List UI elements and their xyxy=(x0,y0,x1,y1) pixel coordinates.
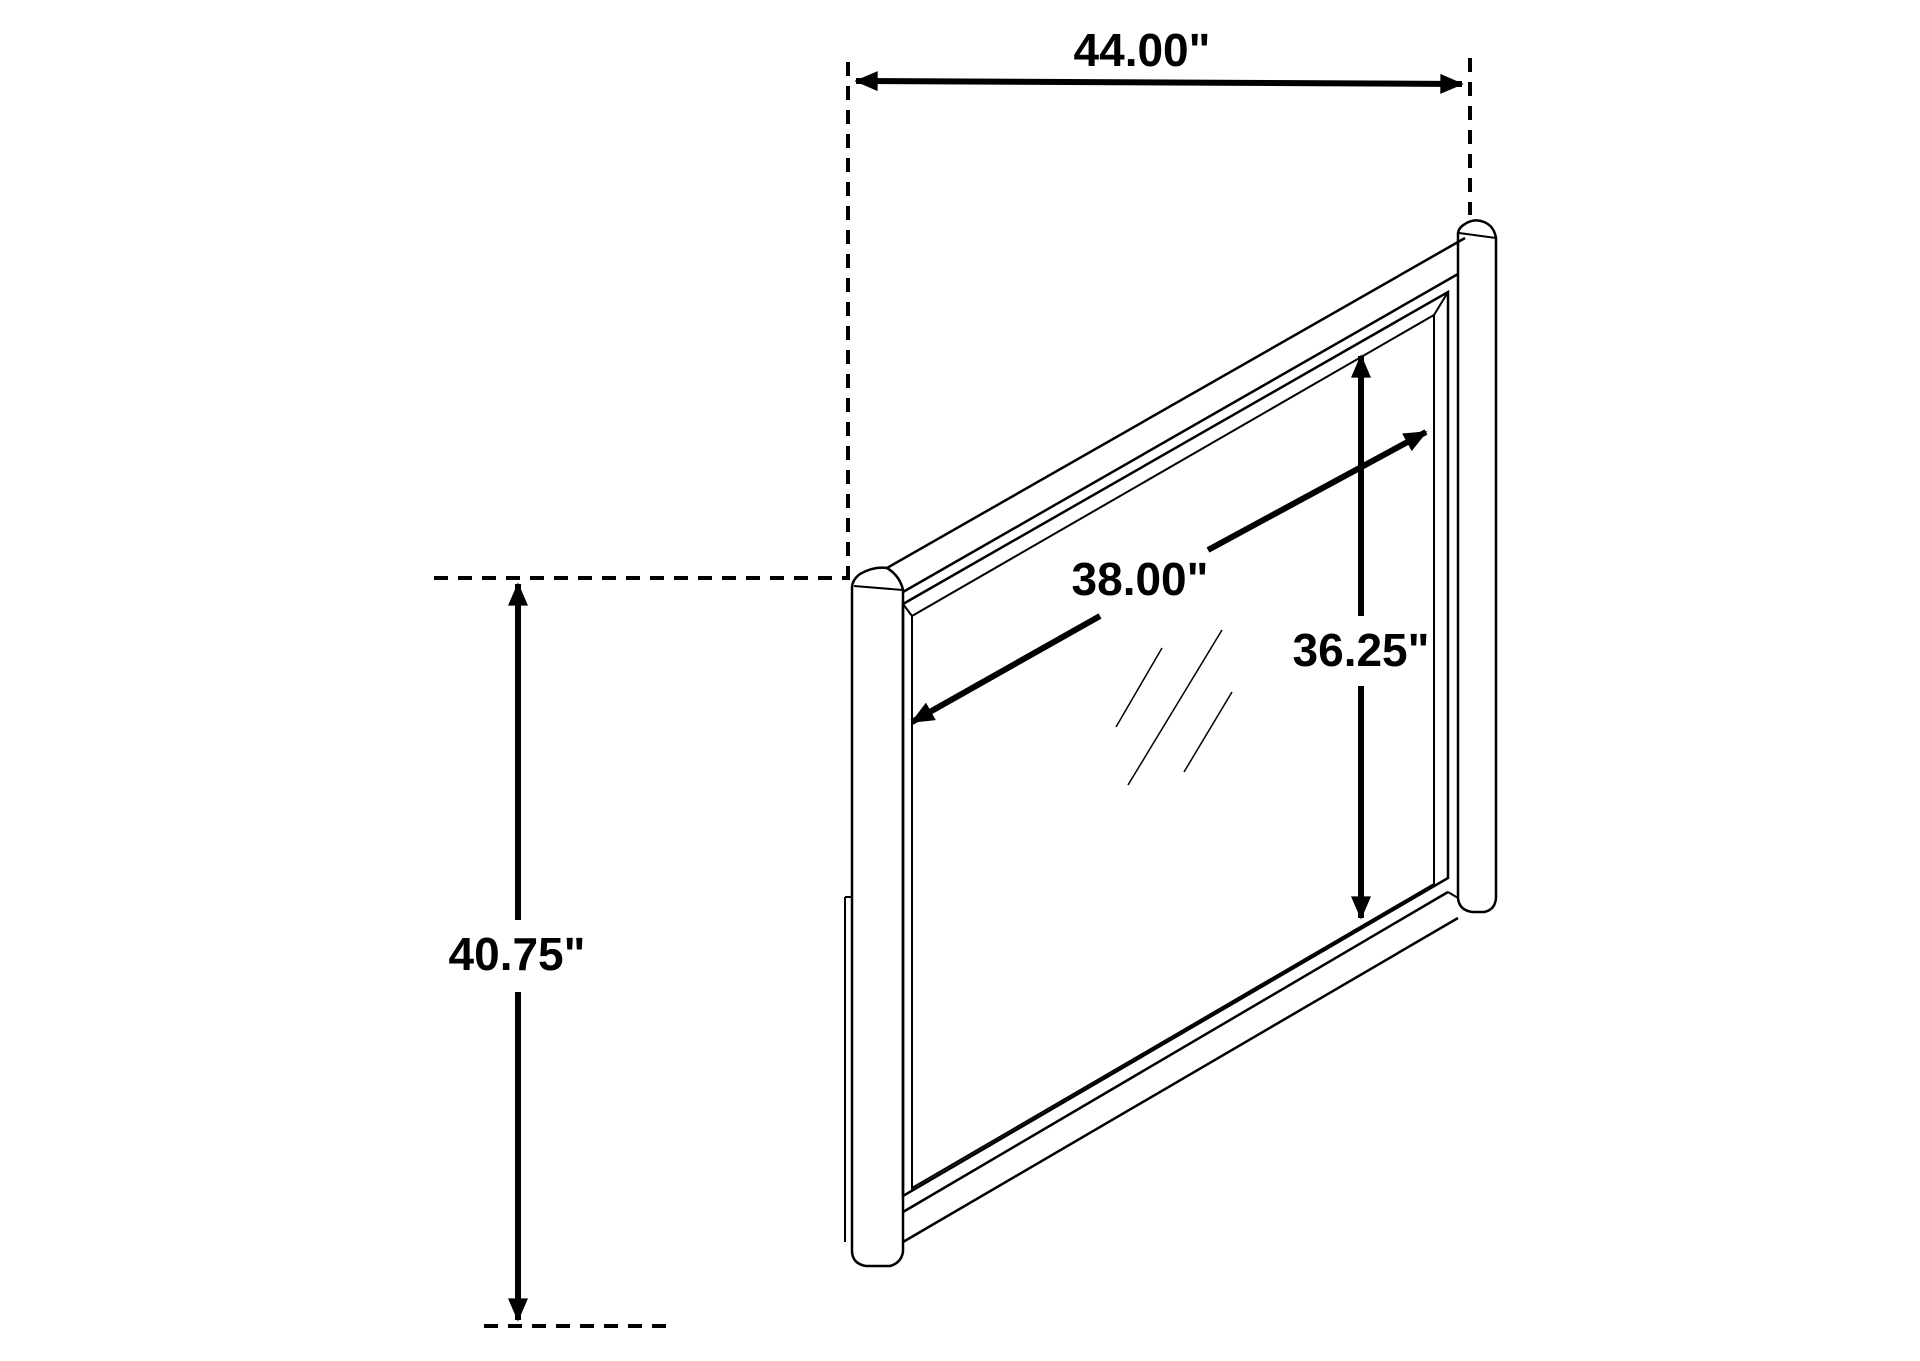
glass-width-label: 38.00" xyxy=(1072,553,1209,605)
mirror-bottom-rail-lower xyxy=(902,916,1459,1244)
mirror-left-post-edge xyxy=(853,585,904,591)
mirror-top-rail-outer xyxy=(886,236,1466,570)
glass-height-dimension: 36.25" xyxy=(1293,354,1430,920)
mirror-right-post-edge xyxy=(1458,232,1497,239)
glass-width-arrow-upper xyxy=(1206,429,1428,553)
mirror-glass-reflection xyxy=(1115,629,1233,786)
glass-width-arrow-lower xyxy=(910,613,1102,725)
overall-height-dimension: 40.75" xyxy=(434,576,850,1328)
mirror-molding-corner-top-right xyxy=(1433,291,1449,316)
mirror-frame xyxy=(844,219,1498,1268)
mirror-bottom-rail-upper xyxy=(902,890,1449,1214)
overall-height-label: 40.75" xyxy=(449,928,586,980)
mirror-molding-corner-top-left xyxy=(902,603,913,617)
mirror-bottom-rail-end xyxy=(1447,891,1459,899)
mirror-molding-inner xyxy=(911,313,1435,1190)
overall-width-label: 44.00" xyxy=(1074,24,1211,76)
glass-height-label: 36.25" xyxy=(1293,624,1430,676)
overall-width-dimension: 44.00" xyxy=(846,24,1472,578)
mirror-left-post xyxy=(850,566,905,1268)
mirror-right-post xyxy=(1456,219,1498,914)
mirror-molding-outer xyxy=(901,289,1450,1199)
mirror-top-rail-inner xyxy=(902,272,1459,594)
glass-width-dimension: 38.00" xyxy=(910,429,1428,725)
overall-width-arrow xyxy=(854,71,1464,94)
